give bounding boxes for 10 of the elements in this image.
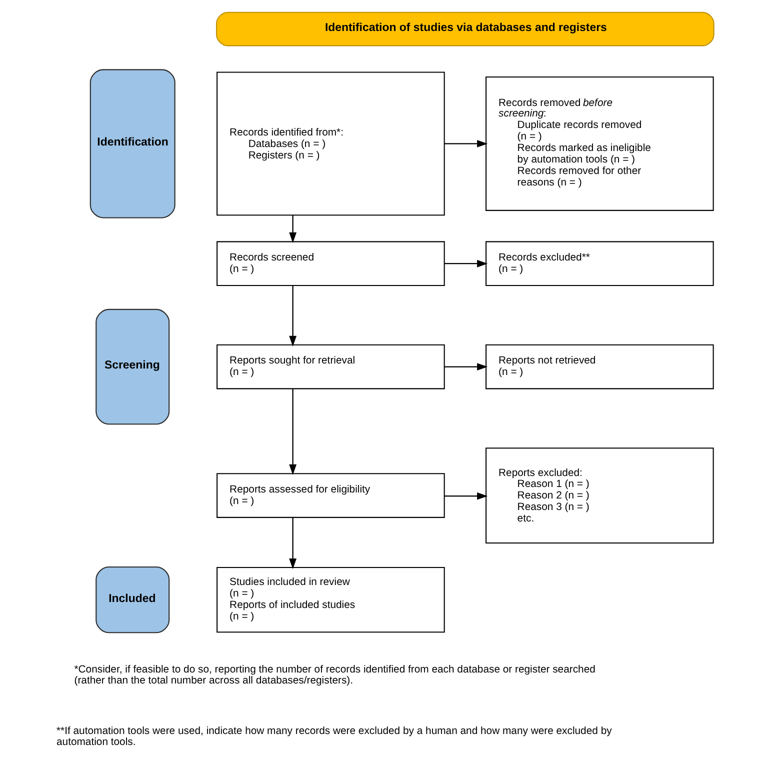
arrow <box>288 286 296 347</box>
arrow <box>288 215 296 244</box>
arrow <box>444 492 488 500</box>
arrow <box>288 518 296 570</box>
label: **If automation tools were used, indicate how many records were excluded by a human and how many were excluded by automation tools. <box>56 726 612 748</box>
arrow <box>444 363 488 371</box>
label: *Consider, if feasible to do so, reporting the number of records identified from each database or register searched (rather than the total number across all databases/registers). <box>74 664 595 687</box>
arrow <box>288 388 296 475</box>
arrow <box>444 140 488 148</box>
arrow <box>444 260 488 268</box>
